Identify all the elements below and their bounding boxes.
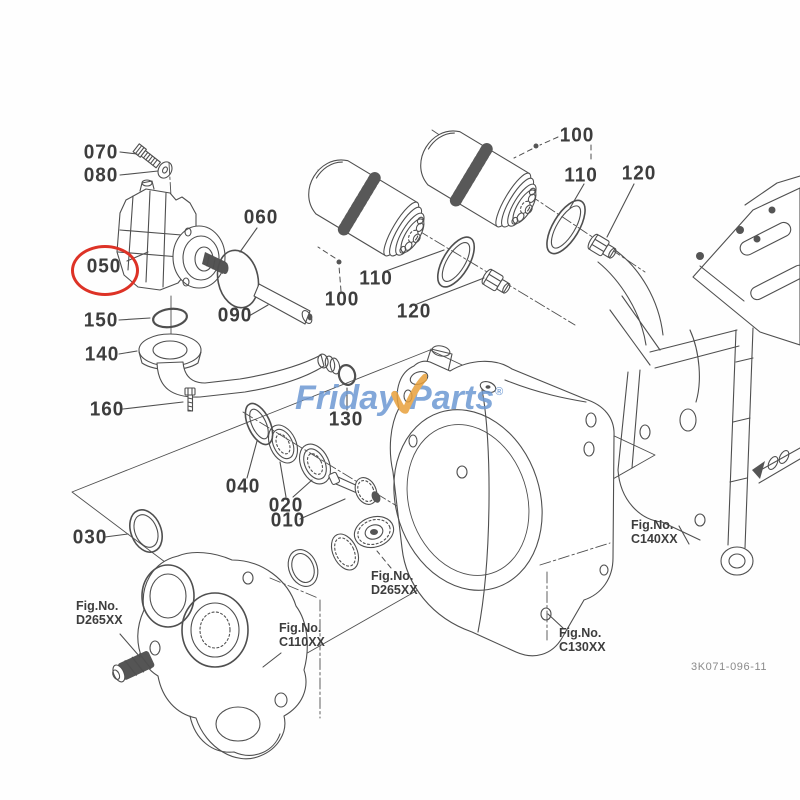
oil-filter-left xyxy=(308,159,425,257)
part-label-090: 090 xyxy=(217,304,253,327)
fig-label-c130xx: Fig.No. C130XX xyxy=(559,626,606,654)
bolt-070 xyxy=(132,143,161,169)
part-label-160: 160 xyxy=(89,398,125,421)
o-ring-110-left xyxy=(436,236,476,288)
part-label-120-left: 120 xyxy=(396,300,432,323)
watermark-text-left: Friday xyxy=(295,379,398,417)
fig-label-line: Fig.No. xyxy=(631,518,674,532)
screw-160 xyxy=(184,387,196,412)
housing-c110 xyxy=(112,551,321,760)
pipe-090 xyxy=(253,283,313,325)
leader-lines xyxy=(104,136,690,668)
part-label-150: 150 xyxy=(83,309,119,332)
fig-label-line: C140XX xyxy=(631,532,678,546)
fig-label-c110xx: Fig.No. C110XX xyxy=(279,621,325,649)
o-ring-mid xyxy=(287,549,319,587)
flange-140 xyxy=(138,333,202,371)
fig-label-line: D265XX xyxy=(371,583,418,597)
fitting-120-left xyxy=(481,268,511,294)
fig-label-line: Fig.No. xyxy=(371,569,414,583)
part-label-040: 040 xyxy=(225,475,261,498)
part-label-130: 130 xyxy=(328,408,364,431)
fig-label-line: C130XX xyxy=(559,640,606,654)
bearing-020a xyxy=(267,424,299,464)
part-label-030: 030 xyxy=(72,526,108,549)
part-label-060: 060 xyxy=(243,206,279,229)
bearing-020b xyxy=(298,443,332,485)
fitting-120-right xyxy=(587,233,617,259)
o-ring-150 xyxy=(152,307,188,329)
fig-label-c140xx: Fig.No. C140XX xyxy=(631,518,678,546)
drawing-number: 3K071-096-11 xyxy=(691,661,768,673)
suction-pipe xyxy=(156,353,341,398)
o-ring-060 xyxy=(216,249,260,309)
housing-c130 xyxy=(389,345,615,657)
part-label-100-right: 100 xyxy=(559,124,595,147)
washer-080 xyxy=(157,161,173,179)
part-label-020: 020 xyxy=(268,494,304,517)
fig-label-d265xx-mid: Fig.No. D265XX xyxy=(371,569,418,597)
oil-filter-right xyxy=(420,130,537,228)
part-label-120-right: 120 xyxy=(621,162,657,185)
o-ring-130 xyxy=(337,364,357,386)
hydraulic-pump xyxy=(116,179,229,291)
part-label-070: 070 xyxy=(83,141,119,164)
highlight-circle-050 xyxy=(71,245,139,296)
crown-gear xyxy=(353,515,395,549)
watermark-registered-mark: ® xyxy=(495,386,504,398)
fig-label-line: C110XX xyxy=(279,635,325,649)
part-label-100-left: 100 xyxy=(324,288,360,311)
o-ring-030 xyxy=(129,509,163,553)
bevel-pinion-010 xyxy=(328,471,381,505)
part-label-050: 050 xyxy=(86,255,122,278)
fig-label-line: Fig.No. xyxy=(559,626,602,640)
part-label-110-left: 110 xyxy=(359,267,393,290)
plug-part xyxy=(112,651,155,683)
housing-c140 xyxy=(597,249,800,576)
fig-label-line: D265XX xyxy=(76,613,123,627)
part-label-080: 080 xyxy=(83,164,119,187)
fig-label-d265xx-left: Fig.No. D265XX xyxy=(76,599,123,627)
fig-label-line: Fig.No. xyxy=(279,621,322,635)
fig-label-line: Fig.No. xyxy=(76,599,119,613)
side-gear xyxy=(330,533,360,571)
watermark-text-right: Parts xyxy=(409,379,495,417)
o-ring-110-right xyxy=(546,199,586,255)
part-label-010: 010 xyxy=(270,509,306,532)
watermark-fridayparts: Friday Parts® xyxy=(295,373,504,418)
watermark-check-icon xyxy=(391,373,427,414)
part-label-140: 140 xyxy=(84,343,120,366)
top-right-bracket xyxy=(692,175,800,346)
seal-040 xyxy=(244,402,274,446)
part-label-110-right: 110 xyxy=(564,164,598,187)
